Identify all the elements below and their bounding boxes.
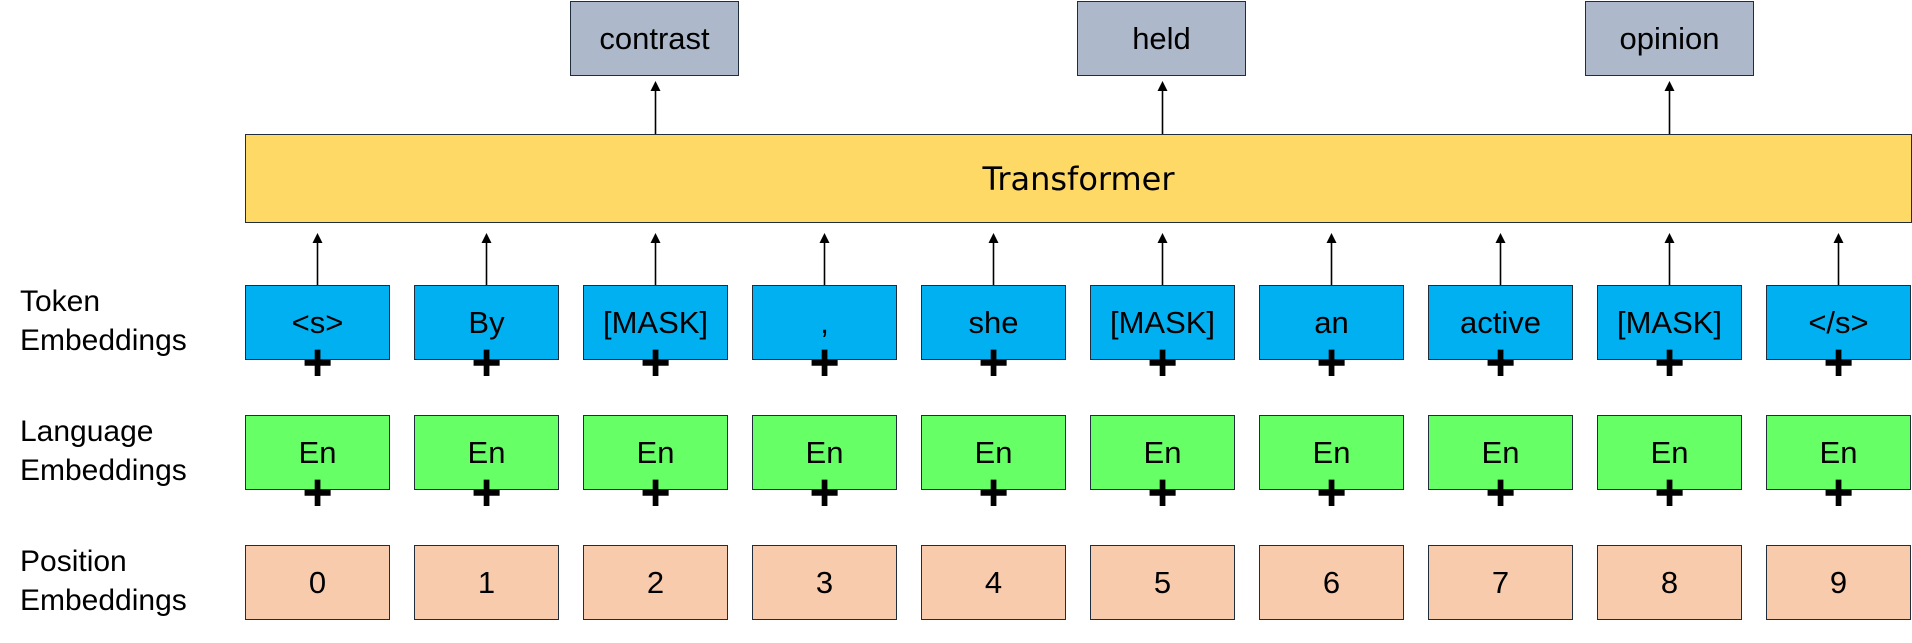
transformer-label: Transformer (982, 159, 1175, 198)
plus-sign: + (1316, 334, 1347, 392)
position-embedding-box: 7 (1428, 545, 1573, 620)
plus-sign: + (471, 464, 502, 522)
row-label-line: Token (20, 285, 101, 318)
token-embedding-label: [MASK] (1109, 305, 1216, 340)
language-embedding-box: En (1766, 415, 1911, 490)
position-embedding-box: 4 (921, 545, 1066, 620)
position-embedding-box: 9 (1766, 545, 1911, 620)
plus-sign: + (809, 464, 840, 522)
plus-sign: + (302, 464, 333, 522)
position-embedding-label: 0 (308, 565, 327, 600)
language-embedding-box: En (583, 415, 728, 490)
token-embeddings-label: Token Embeddings (20, 282, 187, 360)
token-embedding-box: active (1428, 285, 1573, 360)
plus-sign: + (471, 334, 502, 392)
position-embedding-label: 5 (1153, 565, 1172, 600)
plus-sign: + (1823, 334, 1854, 392)
plus-sign: + (1485, 464, 1516, 522)
plus-sign: + (1654, 464, 1685, 522)
position-embedding-box: 0 (245, 545, 390, 620)
token-embedding-box: , (752, 285, 897, 360)
language-embedding-label: En (467, 435, 506, 470)
language-embedding-label: En (1819, 435, 1858, 470)
language-embedding-label: En (1650, 435, 1689, 470)
position-embedding-box: 3 (752, 545, 897, 620)
position-embedding-label: 1 (477, 565, 496, 600)
token-embedding-box: [MASK] (583, 285, 728, 360)
language-embedding-box: En (1090, 415, 1235, 490)
plus-sign: + (1147, 334, 1178, 392)
position-embedding-box: 1 (414, 545, 559, 620)
row-label-line: Language (20, 415, 154, 448)
position-embedding-label: 4 (984, 565, 1003, 600)
language-embedding-label: En (1143, 435, 1182, 470)
language-embedding-label: En (636, 435, 675, 470)
plus-sign: + (640, 334, 671, 392)
language-embedding-box: En (245, 415, 390, 490)
position-embeddings-label: Position Embeddings (20, 542, 187, 620)
position-embedding-label: 3 (815, 565, 834, 600)
token-embedding-box: [MASK] (1597, 285, 1742, 360)
plus-sign: + (1654, 334, 1685, 392)
output-token-label: held (1132, 21, 1191, 56)
language-embedding-label: En (805, 435, 844, 470)
token-embedding-label: <s> (291, 305, 344, 340)
plus-sign: + (809, 334, 840, 392)
language-embedding-label: En (1312, 435, 1351, 470)
plus-sign: + (302, 334, 333, 392)
language-embedding-box: En (752, 415, 897, 490)
language-embedding-box: En (414, 415, 559, 490)
token-embedding-label: , (820, 305, 829, 340)
token-embedding-label: she (968, 305, 1019, 340)
plus-sign: + (1485, 334, 1516, 392)
language-embedding-label: En (974, 435, 1013, 470)
output-token-label: opinion (1619, 21, 1720, 56)
token-embedding-box: [MASK] (1090, 285, 1235, 360)
position-embedding-box: 8 (1597, 545, 1742, 620)
token-embedding-box: By (414, 285, 559, 360)
language-embedding-label: En (298, 435, 337, 470)
output-token-box: held (1077, 1, 1246, 76)
transformer-block: Transformer (245, 134, 1912, 223)
position-embedding-label: 6 (1322, 565, 1341, 600)
output-token-box: opinion (1585, 1, 1754, 76)
plus-sign: + (978, 334, 1009, 392)
position-embedding-label: 8 (1660, 565, 1679, 600)
plus-sign: + (978, 464, 1009, 522)
position-embedding-box: 2 (583, 545, 728, 620)
language-embedding-box: En (1428, 415, 1573, 490)
token-embedding-label: [MASK] (1616, 305, 1723, 340)
token-embedding-box: an (1259, 285, 1404, 360)
plus-sign: + (1147, 464, 1178, 522)
plus-sign: + (1316, 464, 1347, 522)
row-label-line: Embeddings (20, 584, 187, 617)
position-embedding-box: 6 (1259, 545, 1404, 620)
position-embedding-label: 7 (1491, 565, 1510, 600)
token-embedding-label: By (468, 305, 505, 340)
token-embedding-label: </s> (1808, 305, 1869, 340)
language-embedding-box: En (1259, 415, 1404, 490)
position-embedding-label: 9 (1829, 565, 1848, 600)
row-label-line: Position (20, 545, 127, 578)
language-embedding-box: En (921, 415, 1066, 490)
token-embedding-box: <s> (245, 285, 390, 360)
language-embedding-box: En (1597, 415, 1742, 490)
output-token-box: contrast (570, 1, 739, 76)
plus-sign: + (1823, 464, 1854, 522)
row-label-line: Embeddings (20, 454, 187, 487)
row-label-line: Embeddings (20, 324, 187, 357)
token-embedding-label: [MASK] (602, 305, 709, 340)
output-token-label: contrast (599, 21, 710, 56)
position-embedding-label: 2 (646, 565, 665, 600)
position-embedding-box: 5 (1090, 545, 1235, 620)
language-embeddings-label: Language Embeddings (20, 412, 187, 490)
token-embedding-box: </s> (1766, 285, 1911, 360)
plus-sign: + (640, 464, 671, 522)
token-embedding-label: an (1314, 305, 1349, 340)
token-embedding-label: active (1460, 305, 1541, 340)
language-embedding-label: En (1481, 435, 1520, 470)
token-embedding-box: she (921, 285, 1066, 360)
